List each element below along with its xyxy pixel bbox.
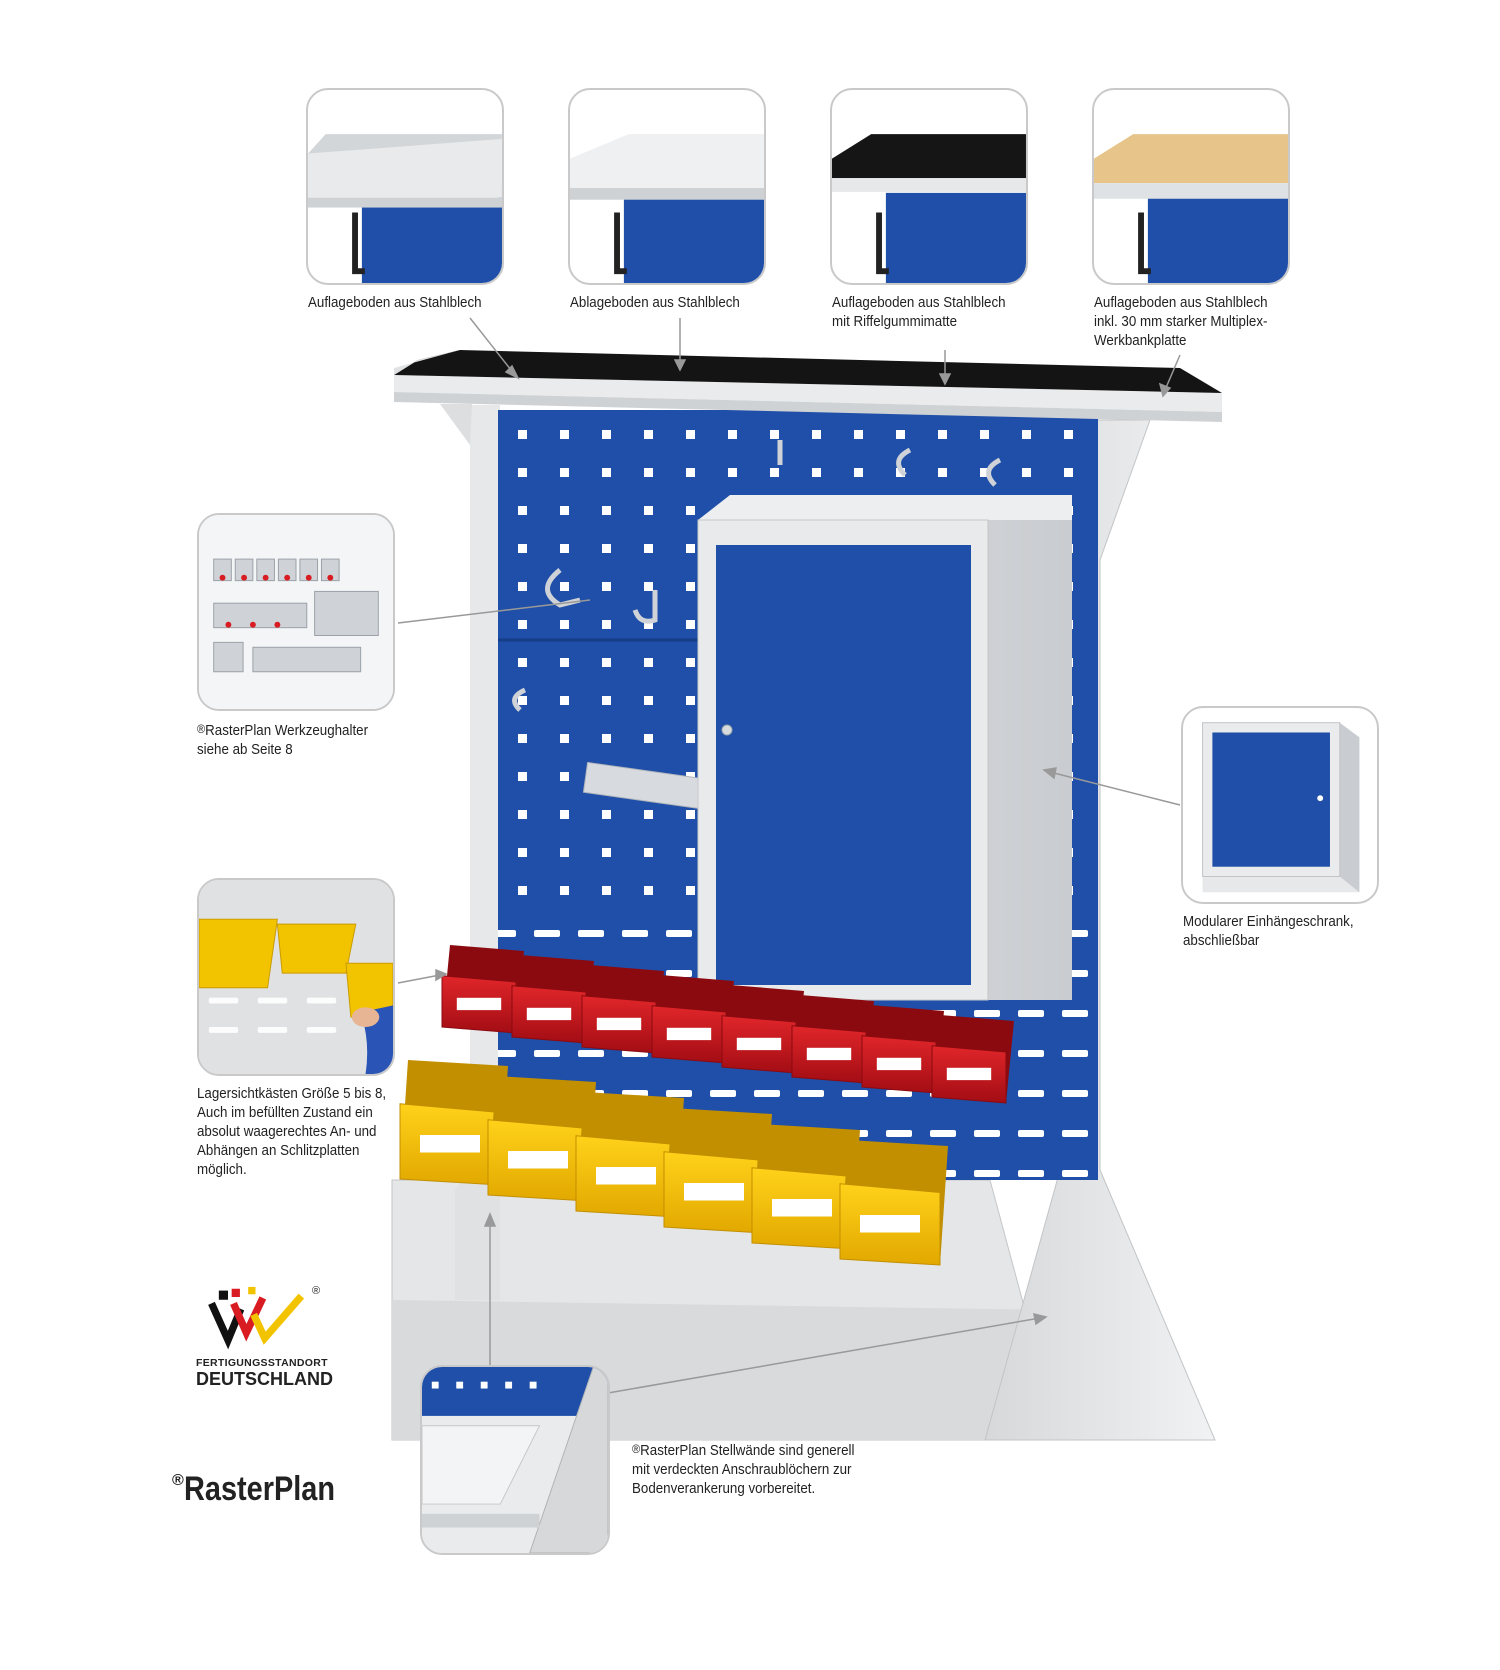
logo-line-1: FERTIGUNGSSTANDORT [196, 1357, 328, 1369]
caption-shelf-rubber: Auflageboden aus Stahlblech mit Riffelgu… [832, 295, 1006, 330]
logo-registered-mark: ® [312, 1285, 321, 1297]
panel-hooks [512, 440, 1002, 712]
brand-name: RasterPlan [183, 1470, 335, 1508]
made-in-germany-logo: ® FERTIGUNGSSTANDORT DEUTSCHLAND [196, 1285, 333, 1395]
storage-bin [791, 995, 874, 1084]
wall-cabinet [697, 495, 1072, 1001]
thumb-tray-steel [568, 88, 766, 285]
thumb-floor-anchor [420, 1365, 610, 1555]
top-shelf [394, 350, 1222, 422]
caption-floor-anchor: ®RasterPlan Stellwände sind generell mit… [632, 1442, 854, 1499]
storage-bin [651, 975, 734, 1064]
checkmark-logo-icon [208, 1286, 305, 1350]
thumb-shelf-multiplex [1092, 88, 1290, 285]
caption-bins: Lagersichtkästen Größe 5 bis 8, Auch im … [197, 1086, 387, 1178]
thumb-cabinet [1181, 706, 1379, 904]
caption-cabinet: Modularer Einhängeschrank, abschließbar [1183, 914, 1354, 949]
caption-tray-steel: Ablageboden aus Stahlblech [570, 295, 740, 311]
storage-bin [751, 1124, 860, 1250]
caption-shelf-multiplex: Auflageboden aus Stahlblech inkl. 30 mm … [1094, 295, 1268, 349]
thumb-shelf-steel [306, 88, 504, 285]
thumb-shelf-rubber [830, 88, 1028, 285]
yellow-bins [399, 1060, 948, 1266]
caption-floor-anchor-text: RasterPlan Stellwände sind generell mit … [632, 1443, 855, 1497]
storage-bin [931, 1015, 1014, 1104]
logo-line-2: DEUTSCHLAND [196, 1369, 333, 1389]
storage-bin [663, 1108, 772, 1234]
reg-mark: ® [197, 722, 206, 736]
storage-bin [839, 1140, 948, 1266]
brand-reg-mark: ® [172, 1472, 184, 1489]
storage-bin [511, 955, 594, 1044]
caption-shelf-steel: Auflageboden aus Stahlblech [308, 295, 482, 311]
caption-tool-holders-text: RasterPlan Werkzeughalter siehe ab Seite… [197, 723, 369, 758]
storage-bin [861, 1005, 944, 1094]
storage-bin [441, 945, 524, 1034]
storage-bin [721, 985, 804, 1074]
red-bins [441, 945, 1014, 1104]
storage-bin [487, 1076, 596, 1202]
rasterplan-brand: ®RasterPlan [172, 1470, 361, 1509]
thumb-storage-bins [197, 878, 395, 1076]
leader-lines [397, 317, 1181, 1394]
thumb-tool-holders [197, 513, 395, 711]
reg-mark-2: ® [632, 1442, 641, 1456]
caption-tool-holders: ®RasterPlan Werkzeughalter siehe ab Seit… [197, 722, 368, 760]
storage-bin [399, 1060, 508, 1186]
storage-bin [581, 965, 664, 1054]
storage-bin [575, 1092, 684, 1218]
